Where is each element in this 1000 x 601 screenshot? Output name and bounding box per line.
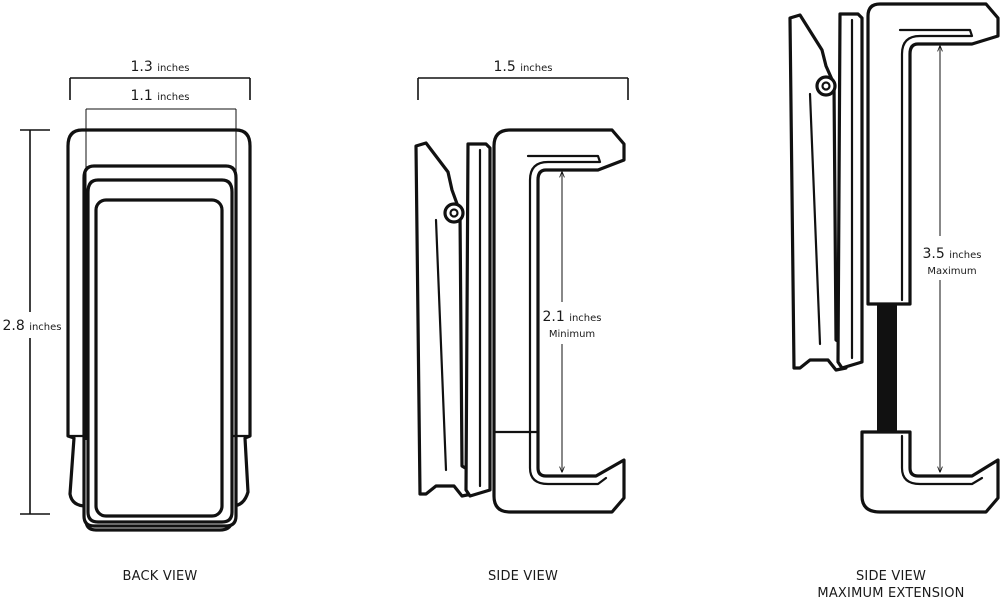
- side-view-max-holder-upper-inner: [898, 28, 974, 302]
- dim-side-min-gap: 2.1 inches Minimum: [542, 172, 602, 472]
- back-view-face-panel: [94, 198, 224, 518]
- side-view-holder-inner: [526, 154, 608, 486]
- side-view-max-clip-lever-edge: [808, 92, 822, 346]
- side-view-pivot-pin: [449, 208, 459, 218]
- side-view-pivot: [443, 202, 465, 224]
- side-view-max-spine: [836, 12, 864, 370]
- dim-side-min-gap-label: 2.1 inches: [542, 309, 601, 325]
- side-view-max: 3.5 inches Maximum SIDE VIEW MAXIMUM EXT…: [788, 2, 1000, 601]
- side-view-max-pivot-pin: [821, 81, 831, 91]
- dim-side-max-gap-note: Maximum: [927, 266, 976, 277]
- dim-back-height: 2.8 inches: [2, 129, 62, 515]
- dim-side-min-gap-note: Minimum: [549, 329, 595, 340]
- dim-back-outer-width-label: 1.3 inches: [130, 59, 189, 75]
- dim-side-width: 1.5 inches: [417, 59, 629, 100]
- caption-side-view: SIDE VIEW: [488, 569, 558, 584]
- side-view: 1.5 inches 2.1 inches Minimum SIDE VIEW: [414, 59, 629, 584]
- side-view-spine: [464, 142, 492, 498]
- side-view-holder: [492, 128, 626, 514]
- side-view-clip-lever-edge: [434, 218, 448, 472]
- dim-back-outer-width: 1.3 inches: [69, 59, 251, 100]
- side-view-max-extension-rod: [877, 303, 897, 435]
- dim-back-inner-width: 1.1 inches: [85, 88, 237, 440]
- back-view: 1.3 inches 1.1 inches 2.8 inches BACK VI…: [2, 59, 252, 584]
- dim-side-max-gap: 3.5 inches Maximum: [922, 46, 982, 472]
- caption-side-view-max: SIDE VIEW: [856, 569, 926, 584]
- dim-back-height-label: 2.8 inches: [2, 318, 61, 334]
- caption-side-view-max-extension: MAXIMUM EXTENSION: [817, 586, 964, 601]
- side-view-max-pivot: [815, 75, 837, 97]
- caption-back-view: BACK VIEW: [123, 569, 198, 584]
- side-view-max-holder-upper: [866, 2, 1000, 306]
- dim-side-width-label: 1.5 inches: [493, 59, 552, 75]
- side-view-max-holder-lower-inner: [900, 434, 984, 486]
- side-view-max-holder-lower: [860, 430, 1000, 514]
- dim-side-max-gap-label: 3.5 inches: [922, 246, 981, 262]
- dim-back-inner-width-label: 1.1 inches: [130, 88, 189, 104]
